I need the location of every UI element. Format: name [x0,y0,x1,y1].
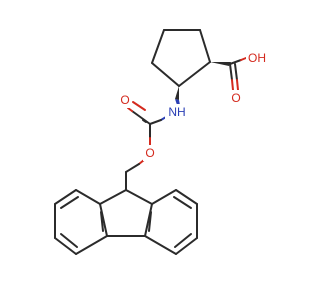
atom-label-carbamate-carbonyl-oxygen: O [118,92,132,108]
svg-text:NH: NH [168,105,185,119]
atom-label-ester-oxygen: O [143,145,157,161]
svg-text:OH: OH [248,51,266,65]
structure-diagram: OH O NH O O [54,29,268,255]
carbamate-group [127,101,167,147]
cyclopentane-ring [151,29,211,87]
atom-label-hydroxyl: OH [246,50,268,66]
stereo-wedge-bond [210,62,231,66]
svg-text:O: O [120,93,129,107]
atom-label-acid-carbonyl-oxygen: O [229,90,243,106]
atom-label-amide-nh: NH [165,104,189,120]
svg-text:O: O [145,146,154,160]
fluorenyl-group [54,189,198,255]
stereo-wedge-bond [175,86,179,100]
stereo-wedge-bond-n [175,99,180,105]
svg-text:O: O [231,91,240,105]
methylene-linker [125,159,145,191]
carboxylic-acid-group [210,57,247,91]
